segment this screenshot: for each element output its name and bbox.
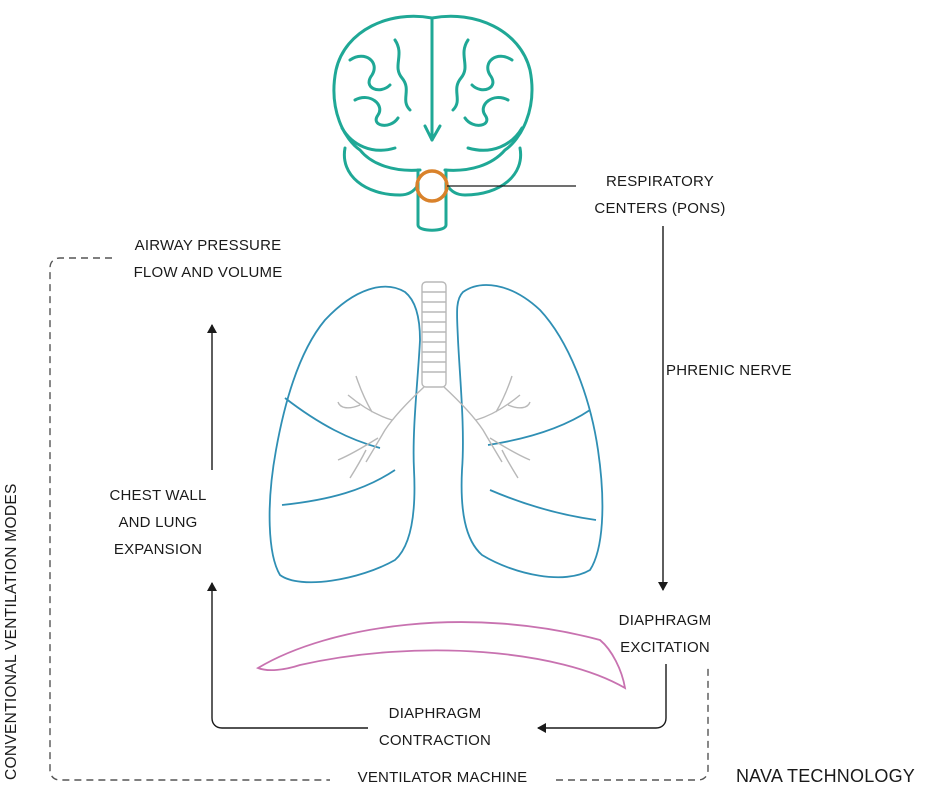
nava-technology-label: NAVA TECHNOLOGY [713,765,938,787]
lungs-illustration [270,285,603,582]
excitation-line1: DIAPHRAGM [600,607,730,634]
phrenic-nerve-text: PHRENIC NERVE [666,357,786,384]
chest-line2: AND LUNG [88,509,228,536]
diaphragm-illustration [258,622,625,688]
respiratory-centers-label: RESPIRATORY CENTERS (PONS) [585,168,735,222]
phrenic-nerve-label: PHRENIC NERVE [666,357,786,384]
chest-line3: EXPANSION [88,536,228,563]
chest-wall-label: CHEST WALL AND LUNG EXPANSION [88,482,228,563]
airway-line2: FLOW AND VOLUME [108,259,308,286]
brain-illustration [334,16,532,230]
ventilator-machine-text: VENTILATOR MACHINE [330,767,555,789]
diaphragm-contraction-label: DIAPHRAGM CONTRACTION [370,700,500,754]
airway-line1: AIRWAY PRESSURE [108,232,308,259]
contraction-to-expansion-arrow [212,583,368,728]
conventional-ventilation-modes-label: CONVENTIONAL VENTILATION MODES [2,483,22,780]
nava-technology-text: NAVA TECHNOLOGY [713,765,938,787]
airway-pressure-label: AIRWAY PRESSURE FLOW AND VOLUME [108,232,308,286]
respiratory-centers-line2: CENTERS (PONS) [585,195,735,222]
contraction-line1: DIAPHRAGM [370,700,500,727]
excitation-line2: EXCITATION [600,634,730,661]
excitation-to-contraction-arrow [538,664,666,728]
trachea-bronchi [338,282,530,478]
diaphragm-excitation-label: DIAPHRAGM EXCITATION [600,607,730,661]
chest-line1: CHEST WALL [88,482,228,509]
contraction-line2: CONTRACTION [370,727,500,754]
ventilator-machine-label: VENTILATOR MACHINE [330,767,555,789]
respiratory-centers-line1: RESPIRATORY [585,168,735,195]
pons-marker [417,171,447,201]
